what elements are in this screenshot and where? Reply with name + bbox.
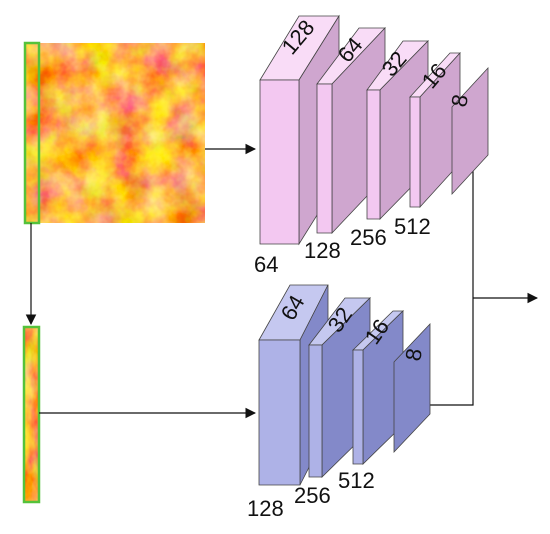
top-block-4 — [409, 51, 461, 209]
bottom-block-3 — [352, 310, 404, 465]
top-channel-label-2: 128 — [304, 238, 341, 263]
bottom-depth-label-4: 8 — [400, 346, 427, 362]
bottom-channel-label-1: 128 — [247, 496, 284, 521]
top-channel-label-1: 64 — [254, 252, 278, 277]
top-branch — [259, 14, 489, 246]
bottom-block-4 — [393, 322, 431, 454]
input-image — [25, 43, 205, 223]
top-block-5 — [451, 66, 489, 196]
crop-highlight — [23, 41, 41, 225]
top-channel-label-3: 256 — [350, 225, 387, 250]
top-depth-label-5: 8 — [446, 92, 473, 108]
top-channel-label-4: 512 — [394, 214, 431, 239]
strip-image — [22, 325, 41, 504]
bottom-channel-label-3: 512 — [338, 468, 375, 493]
bottom-channel-label-2: 256 — [294, 483, 331, 508]
bottom-branch — [258, 284, 431, 486]
